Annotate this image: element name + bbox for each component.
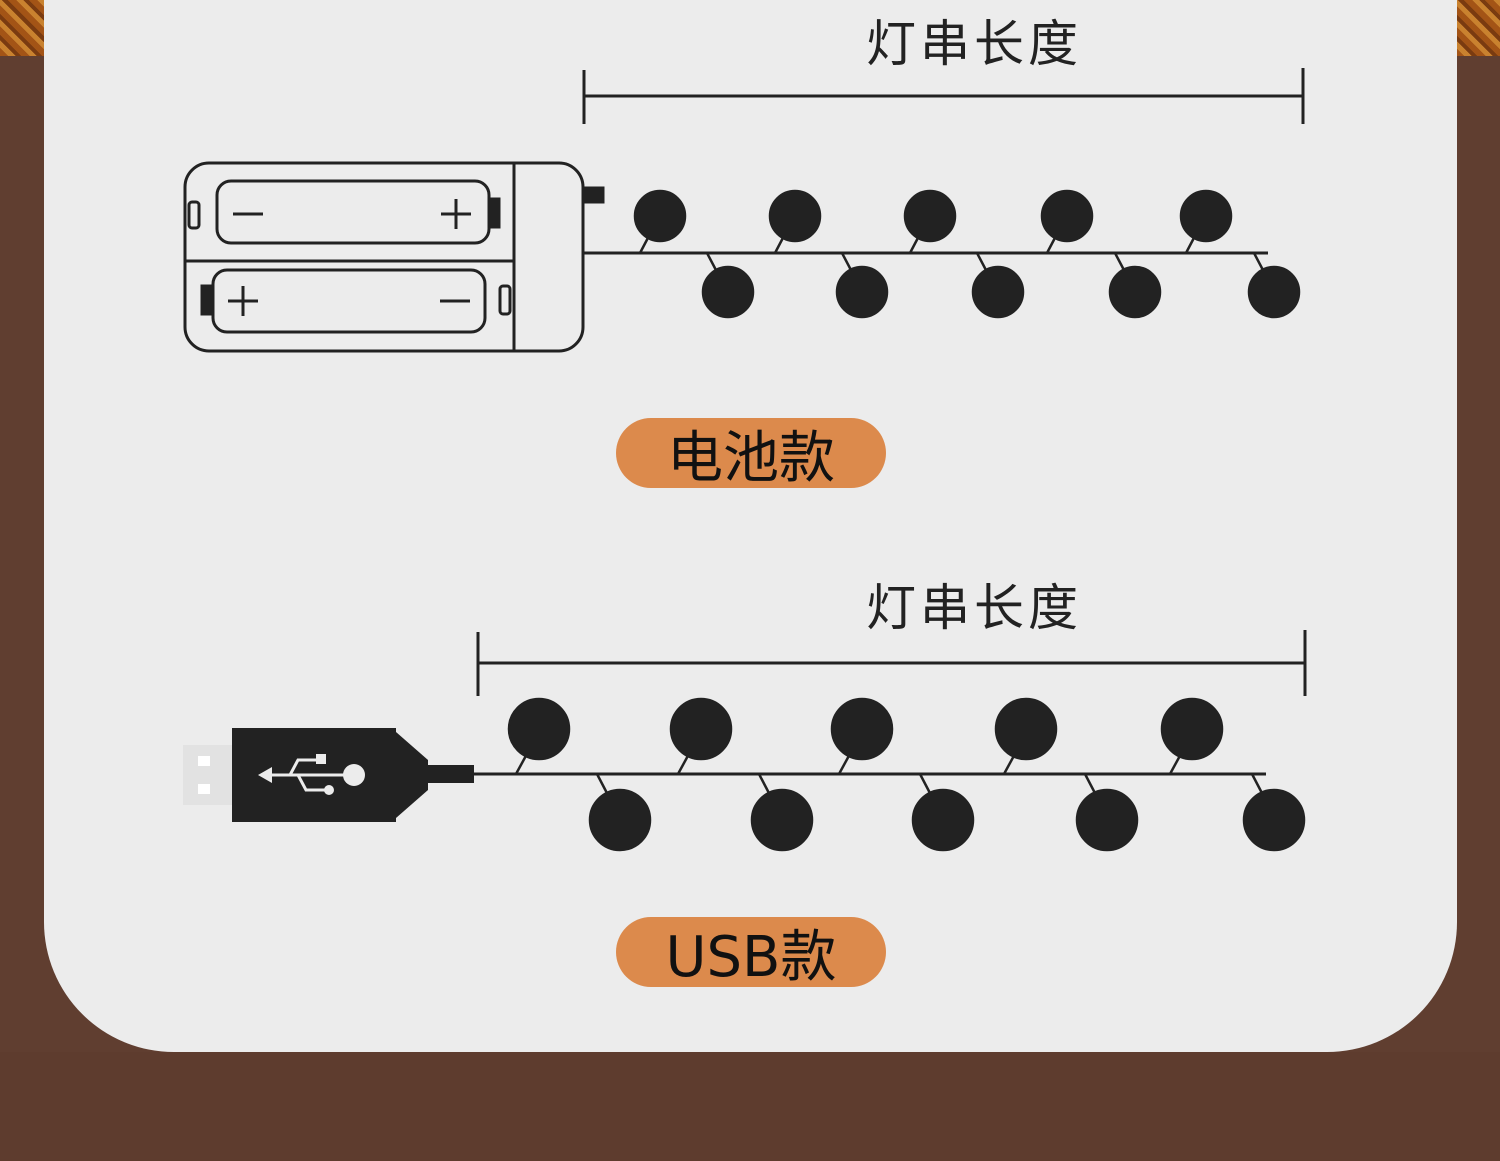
product-card xyxy=(44,0,1457,1052)
light-bulb-icon xyxy=(1179,189,1233,243)
light-bulb-icon xyxy=(633,189,687,243)
usb-bulbs xyxy=(507,697,1306,852)
battery-bulbs xyxy=(633,189,1301,319)
battery-length-dimension xyxy=(582,68,1305,124)
top-decor-right xyxy=(1456,0,1500,56)
battery-variant-label: 电池款 xyxy=(667,425,835,491)
usb-symbol-icon xyxy=(258,754,365,795)
battery-light-wire xyxy=(581,208,1268,255)
light-bulb-icon xyxy=(911,788,975,852)
light-bulb-icon xyxy=(971,265,1025,319)
light-bulb-icon xyxy=(1040,189,1094,243)
light-bulb-icon xyxy=(507,697,571,761)
usb-length-label: 灯串长度 xyxy=(866,579,1082,637)
battery-length-label: 灯串长度 xyxy=(866,15,1082,73)
light-bulb-icon xyxy=(830,697,894,761)
usb-plug-icon xyxy=(183,728,474,822)
usb-variant-label: USB款 xyxy=(665,924,837,990)
top-decor-left xyxy=(0,0,44,56)
light-bulb-icon xyxy=(669,697,733,761)
light-bulb-icon xyxy=(1247,265,1301,319)
light-bulb-icon xyxy=(1108,265,1162,319)
battery-box-icon xyxy=(183,161,605,353)
light-bulb-icon xyxy=(1075,788,1139,852)
light-bulb-icon xyxy=(768,189,822,243)
light-bulb-icon xyxy=(903,189,957,243)
light-bulb-icon xyxy=(588,788,652,852)
usb-length-dimension xyxy=(476,630,1307,696)
usb-variant-badge: USB款 xyxy=(616,917,886,990)
light-bulb-icon xyxy=(835,265,889,319)
light-bulb-icon xyxy=(994,697,1058,761)
light-bulb-icon xyxy=(1160,697,1224,761)
battery-variant-badge: 电池款 xyxy=(616,418,886,491)
light-bulb-icon xyxy=(1242,788,1306,852)
bottom-background xyxy=(0,1052,1500,1161)
light-bulb-icon xyxy=(701,265,755,319)
light-bulb-icon xyxy=(750,788,814,852)
